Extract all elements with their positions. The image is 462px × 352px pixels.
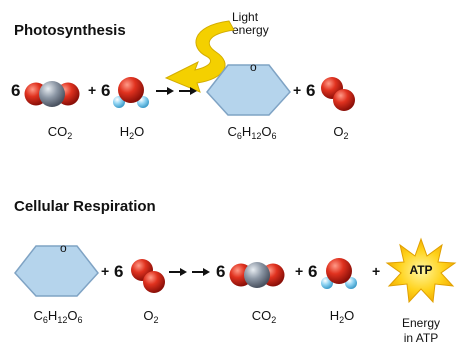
atp-label: ATP (409, 263, 433, 277)
glucose-text-o: O (67, 308, 78, 323)
o2-subscript: 2 (343, 131, 349, 141)
co2-text: CO (251, 308, 272, 323)
light-energy-line2: energy (232, 23, 269, 37)
h2o-text-h: H (329, 308, 340, 323)
glucose-text-h: H (241, 124, 252, 139)
glucose-subscript-c: 6 (236, 131, 242, 141)
coefficient-h2o: 6 (101, 81, 111, 100)
coefficient-o2: 6 (306, 81, 316, 100)
co2-label: CO2 (244, 308, 284, 325)
h2o-text-h: H (119, 124, 130, 139)
plus-sign: + (88, 82, 97, 98)
co2-text: CO (47, 124, 68, 139)
light-energy-label: Light energy (232, 11, 269, 37)
glucose-label: C6H12O6 (214, 124, 290, 141)
coefficient-co2: 6 (11, 81, 21, 100)
glucose-text-c: C (227, 124, 237, 139)
glucose-subscript-h: 12 (251, 131, 262, 141)
ring-oxygen-label: o (250, 60, 257, 74)
o2-subscript: 2 (153, 315, 159, 325)
coefficient-h2o: 6 (308, 262, 318, 281)
energy-in-atp-label: Energy in ATP (390, 316, 452, 346)
co2-molecule-icon (24, 81, 80, 107)
plus-sign: + (101, 263, 110, 279)
photosynthesis-title: Photosynthesis (14, 22, 126, 39)
o2-text: O (143, 308, 154, 323)
h2o-text-o: O (344, 308, 355, 323)
glucose-label: C6H12O6 (20, 308, 96, 325)
glucose-ring-icon (206, 64, 291, 116)
co2-subscript: 2 (271, 315, 277, 325)
glucose-ring-icon (14, 245, 99, 297)
o2-molecule-icon (131, 259, 165, 293)
h2o-subscript: 2 (129, 131, 135, 141)
glucose-text-h: H (47, 308, 58, 323)
plus-sign: + (295, 263, 304, 279)
reaction-arrow (156, 87, 197, 95)
glucose-text-o: O (261, 124, 272, 139)
h2o-subscript: 2 (339, 315, 345, 325)
energy-line1: Energy (401, 316, 441, 330)
o2-label: O2 (326, 124, 356, 141)
h2o-label: H2O (112, 124, 152, 141)
glucose-subscript-c: 6 (42, 315, 48, 325)
cellular-respiration-title: Cellular Respiration (14, 198, 156, 215)
energy-line2: in ATP (403, 331, 439, 345)
co2-molecule-icon (229, 262, 285, 288)
glucose-subscript-h: 12 (57, 315, 68, 325)
h2o-label: H2O (322, 308, 362, 325)
plus-sign: + (372, 263, 381, 279)
co2-subscript: 2 (67, 131, 73, 141)
glucose-subscript-o: 6 (271, 131, 277, 141)
coefficient-co2: 6 (216, 262, 226, 281)
glucose-text-c: C (33, 308, 43, 323)
coefficient-o2: 6 (114, 262, 124, 281)
glucose-subscript-o: 6 (77, 315, 83, 325)
co2-label: CO2 (40, 124, 80, 141)
h2o-molecule-icon (113, 77, 149, 108)
reaction-arrow (169, 268, 210, 276)
h2o-molecule-icon (321, 258, 357, 289)
light-energy-line1: Light (232, 10, 259, 24)
h2o-text-o: O (134, 124, 145, 139)
atp-energy-burst-icon (385, 237, 457, 304)
o2-molecule-icon (321, 77, 355, 111)
ring-oxygen-label: o (60, 241, 67, 255)
o2-label: O2 (136, 308, 166, 325)
plus-sign: + (293, 82, 302, 98)
o2-text: O (333, 124, 344, 139)
